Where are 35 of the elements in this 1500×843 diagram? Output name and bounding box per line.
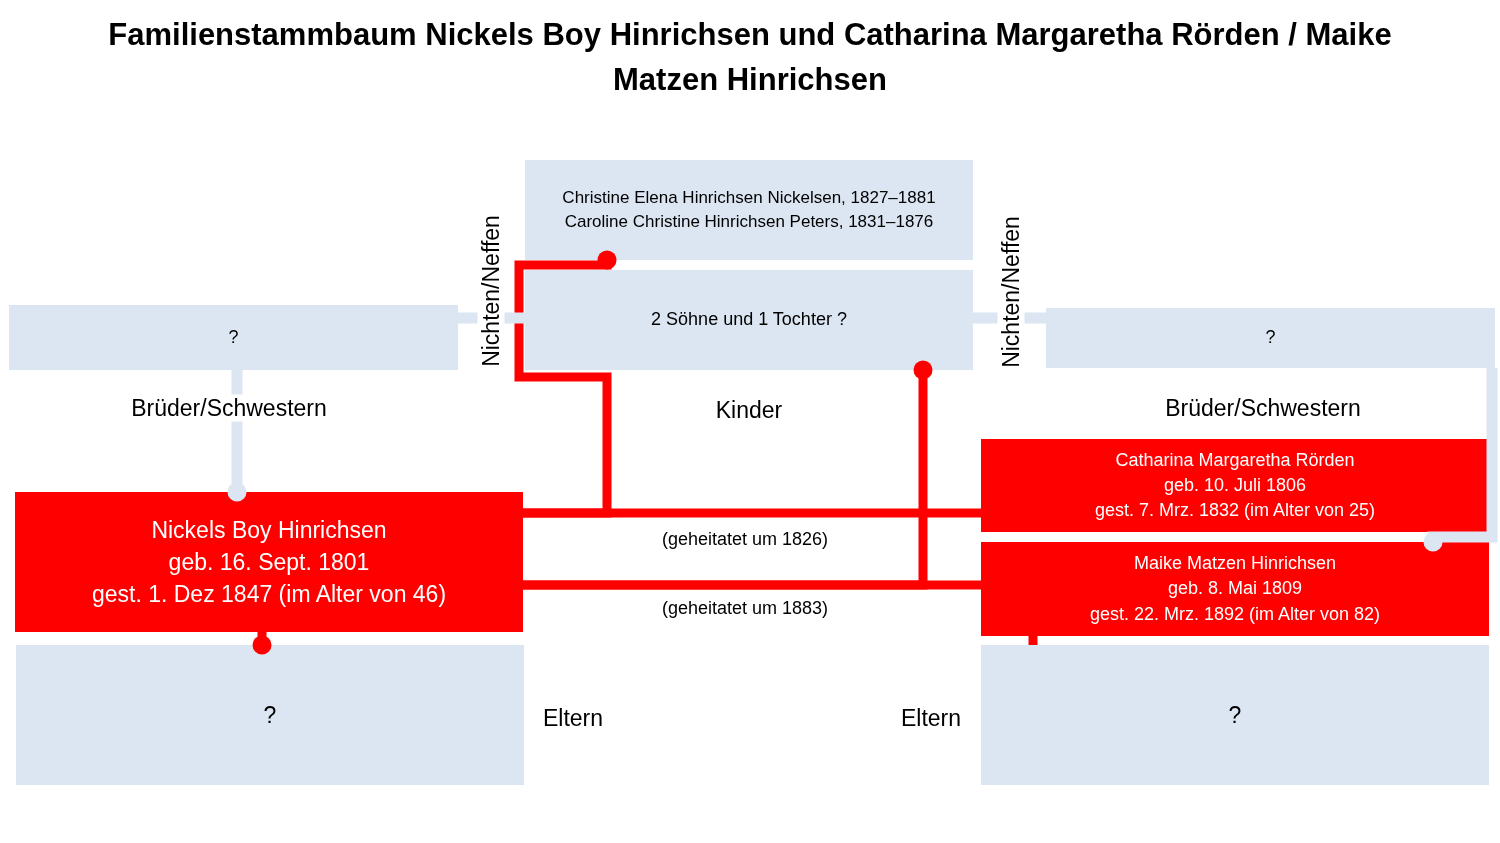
person-text: gest. 1. Dez 1847 (im Alter von 46) bbox=[91, 580, 447, 610]
person-text: Christine Elena Hinrichsen Nickelsen, 1827–1881 bbox=[562, 187, 936, 210]
connector-line bbox=[514, 250, 617, 518]
children-box bbox=[525, 270, 973, 370]
diagram-title: Familienstammbaum Nickels Boy Hinrichsen und Catharina Margaretha Rörden / Maike Matzen Hinrichsen bbox=[107, 16, 1393, 99]
person-text: Maike Matzen Hinrichsen bbox=[1133, 552, 1337, 576]
person-text: geb. 16. Sept. 1801 bbox=[168, 547, 370, 577]
person-text: Nickels Boy Hinrichsen bbox=[151, 515, 387, 545]
section-label: Kinder bbox=[715, 396, 783, 424]
person-text: geb. 8. Mai 1809 bbox=[1167, 577, 1303, 601]
person-text: ? bbox=[1228, 700, 1242, 730]
parents-box bbox=[981, 645, 1489, 785]
siblings-box bbox=[1046, 308, 1495, 368]
section-label: Eltern bbox=[542, 704, 604, 732]
person-box bbox=[15, 492, 523, 632]
person-text: ? bbox=[228, 325, 239, 349]
connector-line bbox=[1028, 636, 1038, 645]
person-text: Catharina Margaretha Rörden bbox=[1115, 448, 1355, 472]
person-text: Caroline Christine Hinrichsen Peters, 1831–1876 bbox=[564, 211, 934, 233]
parents-box bbox=[16, 645, 524, 785]
siblings-box bbox=[9, 305, 458, 370]
person-box bbox=[981, 542, 1489, 636]
connector-line bbox=[1423, 368, 1498, 552]
section-label: Eltern bbox=[900, 704, 962, 732]
person-text: 2 Söhne und 1 Tochter ? bbox=[651, 308, 847, 332]
person-text: ? bbox=[1265, 326, 1276, 350]
connector-line bbox=[252, 632, 272, 655]
person-text: gest. 22. Mrz. 1892 (im Alter von 82) bbox=[1089, 602, 1381, 626]
person-text: geb. 10. Juli 1806 bbox=[1163, 473, 1307, 497]
connector-line bbox=[523, 360, 933, 590]
children-box bbox=[525, 160, 973, 260]
person-box bbox=[981, 439, 1489, 532]
section-label: Brüder/Schwestern bbox=[1165, 394, 1361, 422]
person-text: ? bbox=[263, 700, 277, 730]
person-text: gest. 7. Mrz. 1832 (im Alter von 25) bbox=[1094, 499, 1376, 523]
